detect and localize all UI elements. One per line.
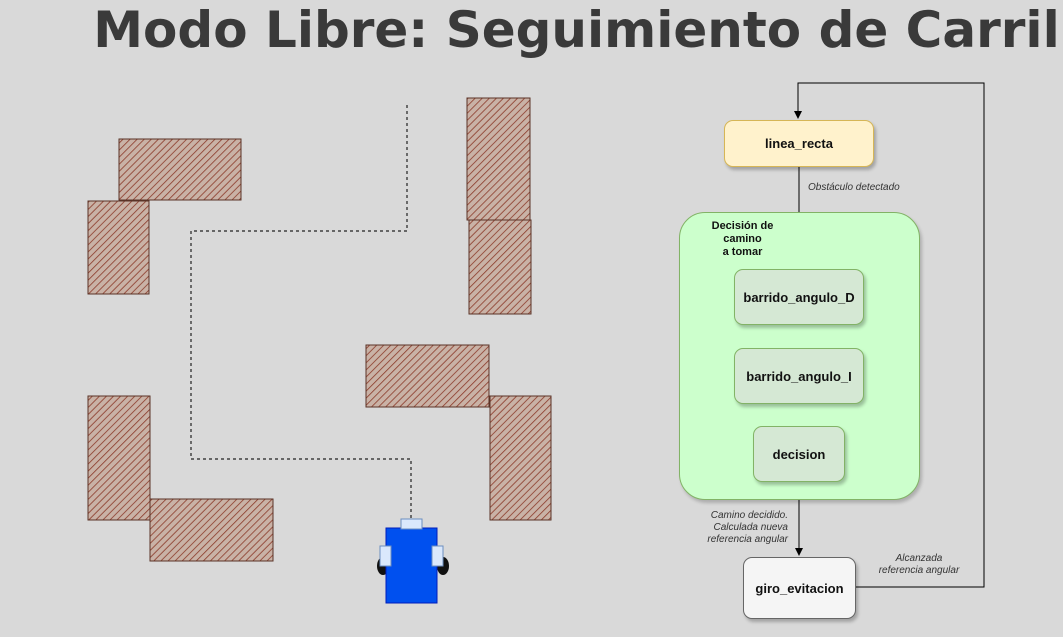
edge-label-obstaculo: Obstáculo detectado xyxy=(808,182,900,193)
decision-group-label: Decisión de camino a tomar xyxy=(711,220,774,258)
planned-path xyxy=(190,104,412,518)
obstacle-block xyxy=(489,395,552,521)
page-title: Modo Libre: Seguimiento de Carril xyxy=(93,1,1060,59)
state-barrido-angulo-d[interactable]: barrido_angulo_D xyxy=(734,269,864,325)
edge-label-camino-line-1: Camino decidido. xyxy=(710,510,788,521)
edge-label-camino-decidido: Camino decidido. Calculada nueva referen… xyxy=(690,510,788,546)
edge-loop-back xyxy=(794,82,985,588)
obstacle-block xyxy=(87,200,150,295)
edge-label-alcanzada-line-1: Alcanzada xyxy=(895,553,943,564)
state-decision[interactable]: decision xyxy=(753,426,845,482)
obstacle-block xyxy=(466,97,531,221)
state-barrido-angulo-i[interactable]: barrido_angulo_I xyxy=(734,348,864,404)
state-barrido-angulo-i-label: barrido_angulo_I xyxy=(746,368,852,384)
state-giro-evitacion-label: giro_evitacion xyxy=(755,580,844,596)
obstacle-block xyxy=(149,498,274,562)
edge-label-alcanzada-line-2: referencia angular xyxy=(878,565,960,576)
state-barrido-angulo-d-label: barrido_angulo_D xyxy=(743,289,855,305)
robot-car-icon xyxy=(377,518,449,604)
state-giro-evitacion[interactable]: giro_evitacion xyxy=(743,557,856,619)
obstacle-block xyxy=(87,395,151,521)
obstacle-block xyxy=(365,344,490,408)
state-decision-label: decision xyxy=(772,446,826,462)
edge-label-alcanzada: Alcanzada referencia angular xyxy=(868,553,970,577)
state-linea-recta-label: linea_recta xyxy=(765,136,833,151)
edge-label-camino-line-2: Calculada nueva xyxy=(713,522,789,533)
obstacle-block xyxy=(468,219,532,315)
state-linea-recta[interactable]: linea_recta xyxy=(724,120,874,167)
edge-label-camino-line-3: referencia angular xyxy=(707,534,788,545)
obstacle-block xyxy=(118,138,242,201)
